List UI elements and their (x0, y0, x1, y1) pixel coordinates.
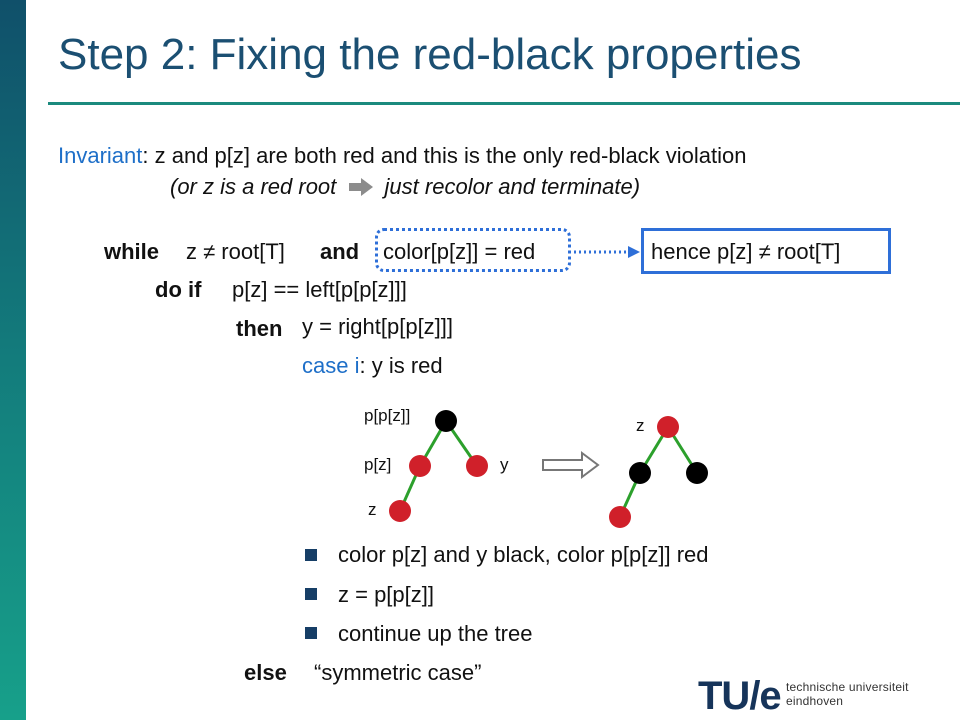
then-statement: y = right[p[p[z]]] (302, 314, 454, 339)
case-rest: : y is red (359, 353, 443, 378)
node-parent-red (409, 455, 431, 477)
bullet-text-1: color p[z] and y black, color p[p[z]] re… (338, 542, 709, 567)
bullet-text-3: continue up the tree (338, 621, 533, 646)
node-bottom-red (609, 506, 631, 528)
label-parent: p[z] (364, 455, 392, 474)
bullet-marker (305, 627, 317, 639)
and-keyword: and (320, 239, 360, 264)
label-grandparent: p[p[z]] (364, 406, 411, 425)
label-z-right: z (636, 416, 645, 435)
bullet-marker (305, 588, 317, 600)
else-keyword: else (244, 660, 287, 685)
title-underline (48, 102, 960, 105)
right-arrow-icon (349, 178, 374, 196)
do-if-keyword: do if (155, 277, 202, 302)
hence-text: hence p[z] ≠ root[T] (651, 239, 841, 264)
node-left-black (629, 462, 651, 484)
node-right-black (686, 462, 708, 484)
color-condition: color[p[z]] = red (383, 239, 536, 264)
tue-logo: TU/e (698, 674, 782, 718)
node-z-red (389, 500, 411, 522)
then-keyword: then (236, 316, 283, 341)
tue-logo-subtitle: technische universiteit eindhoven (786, 680, 909, 708)
node-uncle-red (466, 455, 488, 477)
invariant-line: Invariant: z and p[z] are both red and t… (58, 143, 747, 169)
node-grandparent-black (435, 410, 457, 432)
invariant-label: Invariant (58, 143, 143, 168)
color-condition-box (375, 228, 571, 272)
left-accent-bar (0, 0, 26, 720)
invariant-note: (or z is a red root just recolor and ter… (170, 174, 640, 200)
hence-box (641, 228, 891, 274)
invariant-text: : z and p[z] are both red and this is th… (142, 143, 747, 168)
if-condition: p[z] == left[p[p[z]]] (232, 277, 407, 302)
while-keyword: while (104, 239, 160, 264)
label-uncle: y (500, 455, 509, 474)
invariant-note-end: just recolor and terminate) (384, 174, 641, 199)
dotted-connector-head (628, 246, 640, 258)
bullet-text-2: z = p[p[z]] (338, 582, 434, 607)
bullet-marker (305, 549, 317, 561)
label-z-left: z (368, 500, 377, 519)
while-condition: z ≠ root[T] (186, 239, 285, 264)
invariant-note-start: (or z is a red root (170, 174, 337, 199)
else-statement: “symmetric case” (314, 660, 482, 685)
transform-arrow-icon (542, 451, 600, 479)
case-line: case i: y is red (302, 353, 443, 379)
slide-title: Step 2: Fixing the red-black properties (58, 30, 802, 79)
node-new-z-red (657, 416, 679, 438)
case-label: case i (302, 353, 360, 378)
